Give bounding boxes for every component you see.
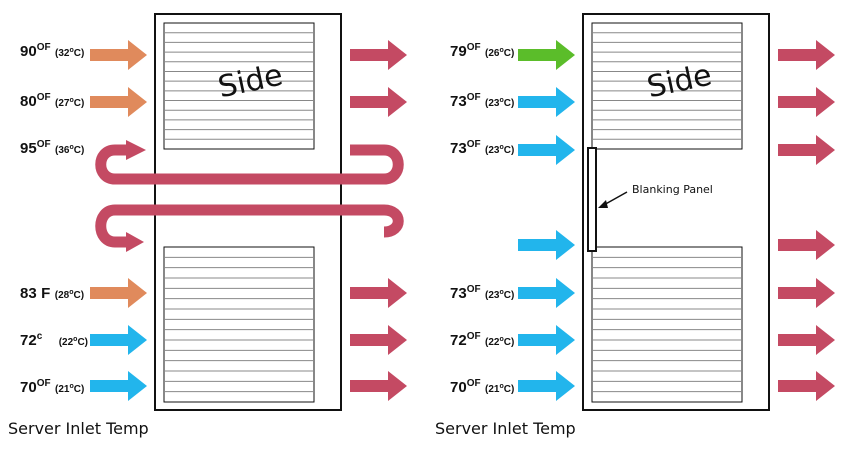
right-inlet-arrow <box>518 371 575 401</box>
right-exhaust-arrow <box>778 371 835 401</box>
left-exhaust-arrow <box>350 278 407 308</box>
right-exhaust-arrow <box>778 135 835 165</box>
left-inlet-label-6: 70OF (21oC) <box>20 378 85 396</box>
left-inlet-arrow <box>90 371 147 401</box>
right-exhaust-arrow <box>778 230 835 260</box>
left-inlet-arrow <box>90 87 147 117</box>
right-top-grille <box>591 22 743 150</box>
left-recirculation-arrowhead-top <box>126 140 146 160</box>
right-inlet-label-5: 73OF (23oC) <box>450 284 515 302</box>
right-bottom-grille <box>591 246 743 403</box>
right-inlet-label-3: 73OF (23oC) <box>450 139 515 157</box>
left-inlet-label-2: 80OF (27oC) <box>20 92 85 110</box>
right-inlet-arrow <box>518 278 575 308</box>
left-caption: Server Inlet Temp <box>8 419 149 438</box>
left-exhaust-arrow <box>350 371 407 401</box>
left-inlet-arrow <box>90 325 147 355</box>
right-inlet-arrow <box>518 135 575 165</box>
right-exhaust-arrow <box>778 325 835 355</box>
right-exhaust-arrow <box>778 40 835 70</box>
right-inlet-arrow <box>518 230 575 260</box>
left-inlet-arrow <box>90 278 147 308</box>
left-inlet-label-3: 95OF (36oC) <box>20 139 85 157</box>
right-inlet-label-6: 72OF (22oC) <box>450 331 515 349</box>
left-bottom-grille <box>163 246 315 403</box>
left-recirculation-arrowhead-bottom <box>126 232 144 252</box>
left-recirculation-loop-top <box>95 144 404 185</box>
right-inlet-label-7: 70OF (21oC) <box>450 378 515 396</box>
left-exhaust-arrow <box>350 325 407 355</box>
left-exhaust-arrow <box>350 40 407 70</box>
right-caption: Server Inlet Temp <box>435 419 576 438</box>
left-recirculation-loop-bottom <box>95 204 404 248</box>
right-inlet-arrow <box>518 87 575 117</box>
left-exhaust-arrow <box>350 87 407 117</box>
blanking-panel-pointer-head <box>598 200 608 208</box>
right-inlet-arrow <box>518 40 575 70</box>
right-inlet-label-2: 73OF (23oC) <box>450 92 515 110</box>
right-exhaust-arrow <box>778 278 835 308</box>
left-inlet-label-4: 83 F (28oC) <box>20 285 85 302</box>
right-exhaust-arrow <box>778 87 835 117</box>
blanking-panel-label: Blanking Panel <box>632 183 713 196</box>
right-inlet-label-1: 79OF (26oC) <box>450 42 515 60</box>
left-inlet-label-5: 72c (22oC) <box>20 331 88 349</box>
right-inlet-arrow <box>518 325 575 355</box>
left-inlet-arrow <box>90 40 147 70</box>
left-inlet-label-1: 90OF (32oC) <box>20 42 85 60</box>
left-top-grille <box>163 22 315 150</box>
blanking-panel <box>587 147 597 252</box>
